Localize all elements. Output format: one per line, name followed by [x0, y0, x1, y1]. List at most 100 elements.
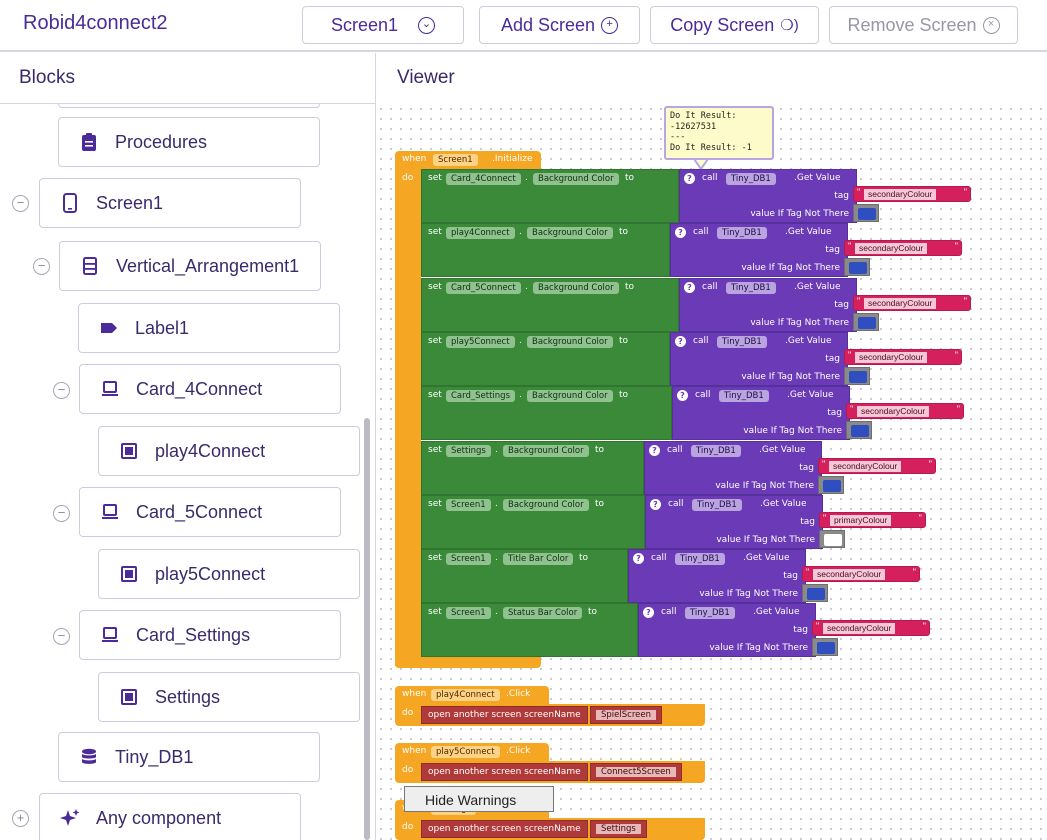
- blocks-scrollbar[interactable]: [364, 418, 370, 840]
- color-block[interactable]: [812, 638, 838, 656]
- string-value[interactable]: secondaryColour: [829, 461, 902, 472]
- tree-item-card-4connect[interactable]: Card_4Connect: [79, 364, 341, 414]
- string-value[interactable]: secondaryColour: [855, 352, 928, 363]
- screen-name-dropdown[interactable]: SpielScreen: [596, 710, 656, 720]
- property-dropdown[interactable]: Background Color: [533, 173, 619, 185]
- string-block[interactable]: "primaryColour": [819, 512, 926, 528]
- string-block[interactable]: "secondaryColour": [818, 458, 936, 474]
- string-block[interactable]: "secondaryColour": [853, 295, 971, 311]
- tree-item-card-settings[interactable]: Card_Settings: [79, 610, 341, 660]
- component-dropdown[interactable]: play4Connect: [431, 689, 500, 701]
- screen-name-block[interactable]: Connect5Screen: [590, 763, 682, 781]
- color-block[interactable]: [846, 421, 872, 439]
- collapse-toggle[interactable]: −: [12, 195, 29, 212]
- property-dropdown[interactable]: Background Color: [527, 227, 613, 239]
- help-icon[interactable]: ?: [650, 499, 661, 510]
- blocks-workspace[interactable]: Do It Result: -12627531 --- Do It Result…: [376, 104, 1047, 840]
- open-another-screen-block[interactable]: open another screen screenName: [421, 820, 588, 838]
- help-icon[interactable]: ?: [633, 553, 644, 564]
- color-block[interactable]: [819, 530, 845, 548]
- tree-item-settings[interactable]: Settings: [98, 672, 360, 722]
- tree-item-partial[interactable]: [58, 104, 320, 108]
- property-dropdown[interactable]: Background Color: [503, 445, 589, 457]
- component-dropdown[interactable]: Card_5Connect: [446, 282, 521, 294]
- component-dropdown[interactable]: Card_Settings: [446, 390, 515, 402]
- remove-screen-button[interactable]: Remove Screen ×: [829, 6, 1018, 44]
- open-another-screen-block[interactable]: open another screen screenName: [421, 763, 588, 781]
- tree-item-label1[interactable]: Label1: [78, 303, 340, 353]
- add-screen-button[interactable]: Add Screen +: [479, 6, 640, 44]
- tree-item-tiny-db1[interactable]: Tiny_DB1: [58, 732, 320, 782]
- screen-name-dropdown[interactable]: Settings: [596, 824, 641, 834]
- component-dropdown[interactable]: Screen1: [446, 499, 491, 511]
- tinydb-dropdown[interactable]: Tiny_DB1: [726, 282, 776, 294]
- tinydb-dropdown[interactable]: Tiny_DB1: [717, 336, 767, 348]
- string-value[interactable]: secondaryColour: [864, 189, 937, 200]
- help-icon[interactable]: ?: [684, 173, 695, 184]
- string-value[interactable]: secondaryColour: [864, 298, 937, 309]
- tree-item-play5connect[interactable]: play5Connect: [98, 549, 360, 599]
- color-block[interactable]: [844, 258, 870, 276]
- color-block[interactable]: [818, 476, 844, 494]
- string-value[interactable]: secondaryColour: [855, 243, 928, 254]
- tree-item-procedures[interactable]: Procedures: [58, 117, 320, 167]
- screen-name-dropdown[interactable]: Connect5Screen: [596, 767, 676, 777]
- help-icon[interactable]: ?: [643, 607, 654, 618]
- tinydb-dropdown[interactable]: Tiny_DB1: [726, 173, 776, 185]
- tree-item-play4connect[interactable]: play4Connect: [98, 426, 360, 476]
- property-dropdown[interactable]: Title Bar Color: [503, 553, 574, 565]
- string-block[interactable]: "secondaryColour": [802, 566, 920, 582]
- open-another-screen-block[interactable]: open another screen screenName: [421, 706, 588, 724]
- component-dropdown[interactable]: Screen1: [446, 607, 491, 619]
- component-dropdown[interactable]: Screen1: [446, 553, 491, 565]
- string-block[interactable]: "secondaryColour": [844, 349, 962, 365]
- screen-name-block[interactable]: SpielScreen: [590, 706, 662, 724]
- tree-item-vertical-arrangement1[interactable]: Vertical_Arrangement1: [59, 241, 321, 291]
- collapse-toggle[interactable]: −: [53, 628, 70, 645]
- tinydb-dropdown[interactable]: Tiny_DB1: [692, 499, 742, 511]
- screen-name-block[interactable]: Settings: [590, 820, 647, 838]
- string-value[interactable]: secondaryColour: [813, 569, 886, 580]
- component-dropdown[interactable]: play5Connect: [446, 336, 515, 348]
- property-dropdown[interactable]: Background Color: [527, 390, 613, 402]
- component-dropdown[interactable]: Settings: [446, 445, 491, 457]
- collapse-toggle[interactable]: −: [53, 505, 70, 522]
- string-block[interactable]: "secondaryColour": [846, 403, 964, 419]
- string-block[interactable]: "secondaryColour": [844, 240, 962, 256]
- help-icon[interactable]: ?: [684, 282, 695, 293]
- tinydb-dropdown[interactable]: Tiny_DB1: [685, 607, 735, 619]
- event-block-screen1-initialize[interactable]: when Screen1 .Initialize: [395, 151, 541, 169]
- help-icon[interactable]: ?: [677, 390, 688, 401]
- help-icon[interactable]: ?: [675, 227, 686, 238]
- string-value[interactable]: secondaryColour: [857, 406, 930, 417]
- string-block[interactable]: "secondaryColour": [853, 186, 971, 202]
- color-block[interactable]: [802, 584, 828, 602]
- component-dropdown[interactable]: play5Connect: [431, 746, 500, 758]
- help-icon[interactable]: ?: [675, 336, 686, 347]
- property-dropdown[interactable]: Background Color: [527, 336, 613, 348]
- collapse-toggle[interactable]: −: [33, 258, 50, 275]
- tinydb-dropdown[interactable]: Tiny_DB1: [719, 390, 769, 402]
- help-icon[interactable]: ?: [649, 445, 660, 456]
- collapse-toggle[interactable]: −: [53, 382, 70, 399]
- color-block[interactable]: [844, 367, 870, 385]
- property-dropdown[interactable]: Background Color: [503, 499, 589, 511]
- tinydb-dropdown[interactable]: Tiny_DB1: [691, 445, 741, 457]
- tinydb-dropdown[interactable]: Tiny_DB1: [675, 553, 725, 565]
- tree-item-card-5connect[interactable]: Card_5Connect: [79, 487, 341, 537]
- color-block[interactable]: [853, 313, 879, 331]
